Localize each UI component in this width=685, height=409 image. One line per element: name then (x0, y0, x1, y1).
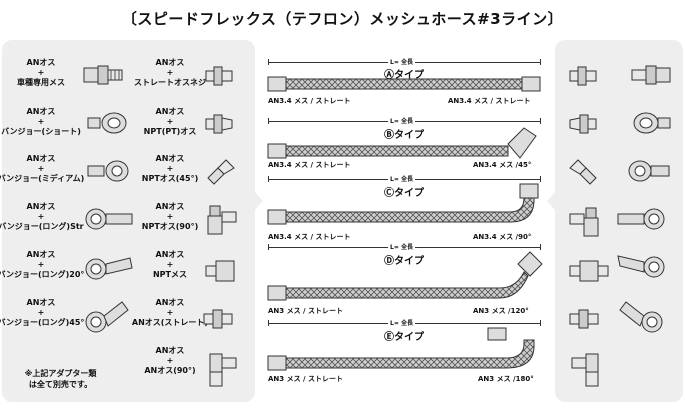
length-label: L= 全長 (388, 116, 415, 125)
hose-d-120 (267, 251, 543, 301)
adapter-label: ANオス+バンジョー(ミディアム) (0, 154, 85, 183)
adapter-label: ANオス+車種専用メス (17, 58, 65, 87)
dimension-tick (540, 118, 541, 124)
npt-male-45-icon (569, 159, 597, 185)
hose-end-right-label: AN3.4 メス / ストレート (448, 97, 531, 105)
straight-fitting-icon (83, 65, 123, 85)
npt-male-icon (205, 114, 233, 134)
dimension-tick (540, 176, 541, 182)
hose-type-label: Ⓔタイプ (384, 332, 424, 343)
hose-b-45 (267, 127, 537, 159)
hose-type-label: Ⓐタイプ (384, 70, 424, 81)
hose-end-right-label: AN3.4 メス /45° (473, 161, 532, 169)
length-label: L= 全長 (388, 318, 415, 327)
banjo-medium-icon (628, 160, 670, 182)
adapter-label: ANオス+ANオス(ストレート) (131, 298, 209, 327)
length-label: L= 全長 (388, 57, 415, 66)
adapter-label: ANオス+バンジョー(ショート) (1, 107, 81, 136)
length-label: L= 全長 (388, 174, 415, 183)
adapter-label: ANオス+バンジョー(ロング)Str (0, 202, 84, 231)
hose-end-left-label: AN3 メス / ストレート (268, 307, 344, 315)
panel-pointer-left (255, 192, 263, 210)
straight-male-icon (569, 66, 597, 86)
hose-type-label: Ⓑタイプ (384, 130, 424, 141)
banjo-long-20-icon (85, 257, 133, 280)
npt-male-icon (569, 114, 597, 134)
hose-type-label: Ⓒタイプ (384, 188, 424, 199)
an-male-straight-icon (569, 309, 599, 329)
npt-male-90-icon (207, 205, 237, 235)
adapter-label: ANオス+バンジョー(ロング)20° (0, 250, 85, 279)
adapter-label: ANオス+ANオス(90°) (144, 346, 196, 375)
adapter-note: ※上記アダプター類は全て別売です。 (24, 369, 97, 389)
an-male-90-icon (571, 353, 599, 387)
hose-c-90 (267, 183, 539, 225)
banjo-long-straight-icon (617, 208, 665, 230)
hose-a-straight (267, 76, 541, 92)
npt-male-45-icon (207, 159, 235, 185)
hose-end-left-label: AN3.4 メス / ストレート (268, 233, 351, 241)
an-male-90-icon (209, 353, 237, 387)
page-title: 〔スピードフレックス（テフロン）メッシュホース#3ライン〕 (121, 10, 564, 28)
adapter-label: ANオス+バンジョー(ロング)45° (0, 298, 85, 327)
banjo-long-45-icon (85, 301, 129, 333)
dimension-tick (268, 176, 269, 182)
dimension-tick (268, 118, 269, 124)
hose-end-left-label: AN3 メス / ストレート (268, 375, 344, 383)
banjo-short-icon (87, 112, 127, 134)
dimension-tick (268, 320, 269, 326)
straight-male-icon (205, 66, 233, 86)
banjo-long-straight-icon (85, 208, 133, 230)
banjo-short-icon (633, 112, 671, 134)
dimension-tick (268, 59, 269, 65)
an-male-straight-icon (203, 309, 233, 329)
hose-end-right-label: AN3 メス /180° (478, 375, 534, 383)
npt-female-icon (205, 260, 235, 282)
adapter-label: ANオス+ストレートオスネジ (134, 58, 206, 87)
banjo-long-45-icon (619, 301, 663, 333)
adapter-label: ANオス+NPTオス(90°) (141, 202, 199, 231)
straight-fitting-icon (631, 65, 671, 85)
banjo-long-20-icon (617, 255, 665, 278)
hose-end-right-label: AN3 メス /120° (473, 307, 529, 315)
hose-end-left-label: AN3.4 メス / ストレート (268, 97, 351, 105)
banjo-medium-icon (87, 160, 129, 182)
panel-pointer-right (547, 192, 555, 210)
dimension-tick (540, 59, 541, 65)
hose-type-label: Ⓓタイプ (384, 256, 424, 267)
adapter-label: ANオス+NPTオス(45°) (141, 154, 199, 183)
dimension-tick (540, 244, 541, 250)
hose-end-left-label: AN3.4 メス / ストレート (268, 161, 351, 169)
adapter-label: ANオス+NPT(PT)オス (143, 107, 197, 136)
hose-end-right-label: AN3.4 メス /90° (473, 233, 532, 241)
npt-male-90-icon (569, 207, 599, 237)
length-label: L= 全長 (388, 242, 415, 251)
dimension-tick (268, 244, 269, 250)
hose-e-180 (267, 327, 535, 371)
npt-female-icon (569, 260, 609, 282)
adapter-label: ANオス+NPTメス (152, 250, 187, 279)
dimension-tick (540, 320, 541, 326)
